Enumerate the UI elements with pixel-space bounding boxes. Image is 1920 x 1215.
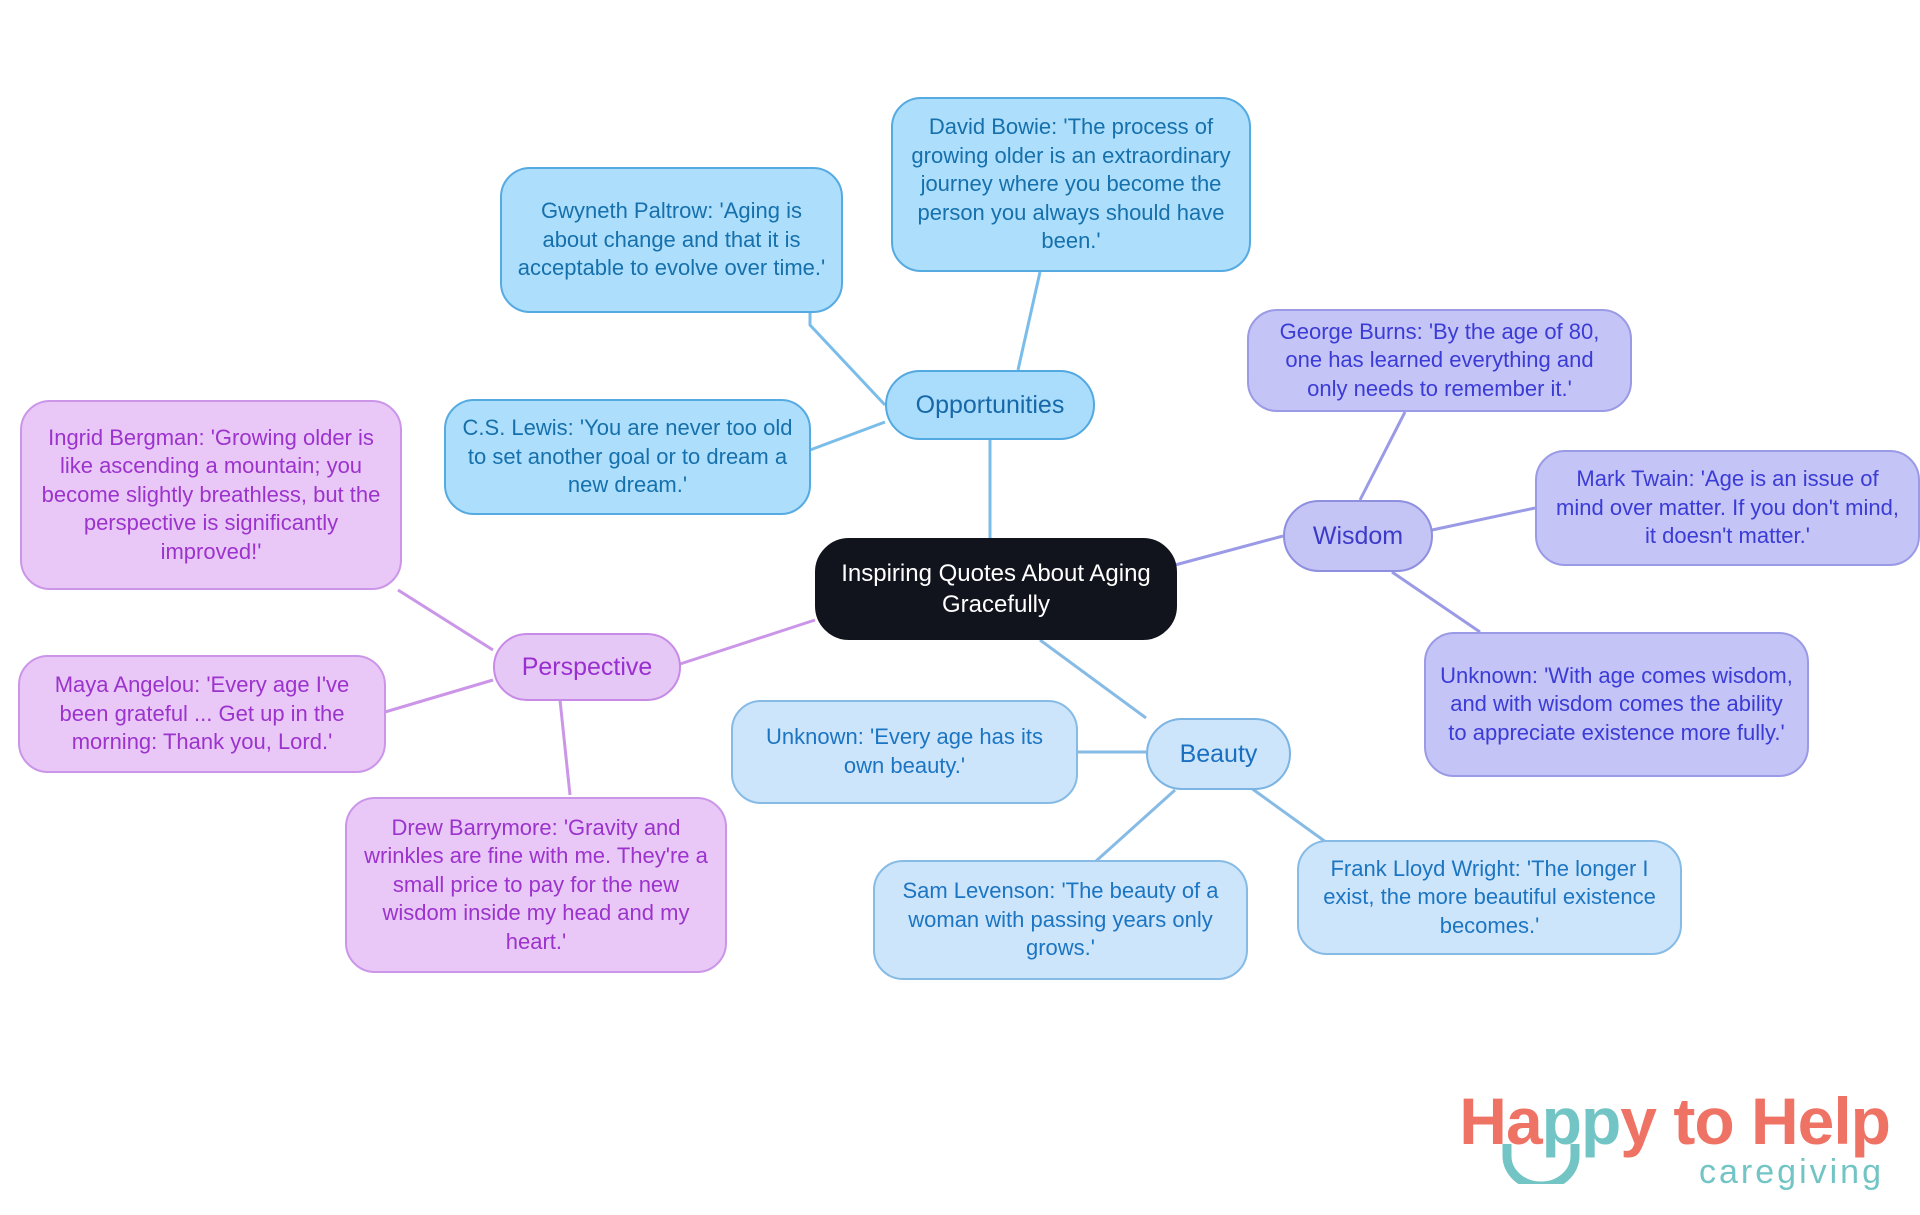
logo-word-part3: y to Help (1620, 1084, 1891, 1158)
leaf-card-wright[interactable]: Frank Lloyd Wright: 'The longer I exist,… (1297, 840, 1682, 955)
leaf-card-bowie[interactable]: David Bowie: 'The process of growing old… (891, 97, 1251, 272)
edge-opportunities-gwyneth (808, 313, 887, 407)
logo-subtitle: caregiving (1699, 1153, 1884, 1191)
leaf-text-twain: Mark Twain: 'Age is an issue of mind ove… (1556, 466, 1899, 549)
leaf-text-angelou: Maya Angelou: 'Every age I've been grate… (54, 672, 350, 755)
leaf-text-gwyneth: Gwyneth Paltrow: 'Aging is about change … (517, 198, 826, 281)
logo-bottom-row: caregiving (1459, 1142, 1890, 1191)
edge-root-perspective (679, 618, 816, 666)
edge-perspective-bergman (397, 588, 494, 652)
leaf-card-barrymore[interactable]: Drew Barrymore: 'Gravity and wrinkles ar… (345, 797, 727, 973)
leaf-card-angelou[interactable]: Maya Angelou: 'Every age I've been grate… (18, 655, 386, 773)
smile-arc-icon (1501, 1142, 1581, 1191)
branch-label-beauty: Beauty (1179, 739, 1258, 768)
leaf-text-wisdom-unknown: Unknown: 'With age comes wisdom, and wit… (1440, 662, 1793, 745)
leaf-card-bergman[interactable]: Ingrid Bergman: 'Growing older is like a… (20, 400, 402, 590)
branch-node-beauty[interactable]: Beauty (1146, 718, 1291, 790)
leaf-card-cslewis[interactable]: C.S. Lewis: 'You are never too old to se… (444, 399, 811, 515)
logo-wordmark: Happy to Help (1459, 1088, 1891, 1154)
leaf-text-burns: George Burns: 'By the age of 80, one has… (1279, 318, 1600, 401)
leaf-text-cslewis: C.S. Lewis: 'You are never too old to se… (462, 415, 793, 498)
edge-opportunities-cslewis (809, 420, 886, 452)
leaf-text-bowie: David Bowie: 'The process of growing old… (911, 114, 1231, 254)
leaf-card-beauty-unknown[interactable]: Unknown: 'Every age has its own beauty.' (731, 700, 1078, 804)
root-node[interactable]: Inspiring Quotes About Aging Gracefully (815, 538, 1177, 640)
leaf-text-beauty-unknown: Unknown: 'Every age has its own beauty.' (766, 724, 1043, 778)
brand-logo: Happy to Help caregiving (1459, 1088, 1891, 1191)
leaf-card-twain[interactable]: Mark Twain: 'Age is an issue of mind ove… (1535, 450, 1920, 566)
branch-node-opportunities[interactable]: Opportunities (885, 370, 1095, 440)
root-node-label: Inspiring Quotes About Aging Gracefully (841, 559, 1151, 618)
edge-root-beauty (1039, 638, 1147, 720)
edge-perspective-angelou (384, 678, 494, 714)
branch-label-opportunities: Opportunities (915, 390, 1065, 419)
edge-wisdom-burns (1358, 411, 1407, 501)
edge-opportunities-bowie (1016, 271, 1042, 371)
leaf-text-barrymore: Drew Barrymore: 'Gravity and wrinkles ar… (364, 814, 708, 954)
branch-label-wisdom: Wisdom (1312, 521, 1404, 550)
edge-beauty-levenson (1093, 788, 1177, 864)
edge-root-wisdom (1174, 534, 1284, 567)
branch-node-perspective[interactable]: Perspective (493, 633, 681, 701)
edge-beauty-wright (1239, 778, 1331, 847)
leaf-card-levenson[interactable]: Sam Levenson: 'The beauty of a woman wit… (873, 860, 1248, 980)
logo-word-part1: Ha (1459, 1084, 1542, 1158)
edge-perspective-barrymore (558, 699, 572, 796)
leaf-card-gwyneth[interactable]: Gwyneth Paltrow: 'Aging is about change … (500, 167, 843, 313)
leaf-text-levenson: Sam Levenson: 'The beauty of a woman wit… (902, 878, 1219, 961)
edge-wisdom-wisdomunknown (1391, 570, 1481, 634)
leaf-text-wright: Frank Lloyd Wright: 'The longer I exist,… (1323, 855, 1656, 938)
leaf-card-burns[interactable]: George Burns: 'By the age of 80, one has… (1247, 309, 1632, 412)
edge-wisdom-twain (1431, 506, 1536, 532)
branch-node-wisdom[interactable]: Wisdom (1283, 500, 1433, 572)
leaf-text-bergman: Ingrid Bergman: 'Growing older is like a… (41, 424, 381, 564)
logo-word-part2: pp (1541, 1084, 1622, 1158)
branch-label-perspective: Perspective (521, 652, 653, 681)
leaf-card-wisdom-unknown[interactable]: Unknown: 'With age comes wisdom, and wit… (1424, 632, 1809, 777)
